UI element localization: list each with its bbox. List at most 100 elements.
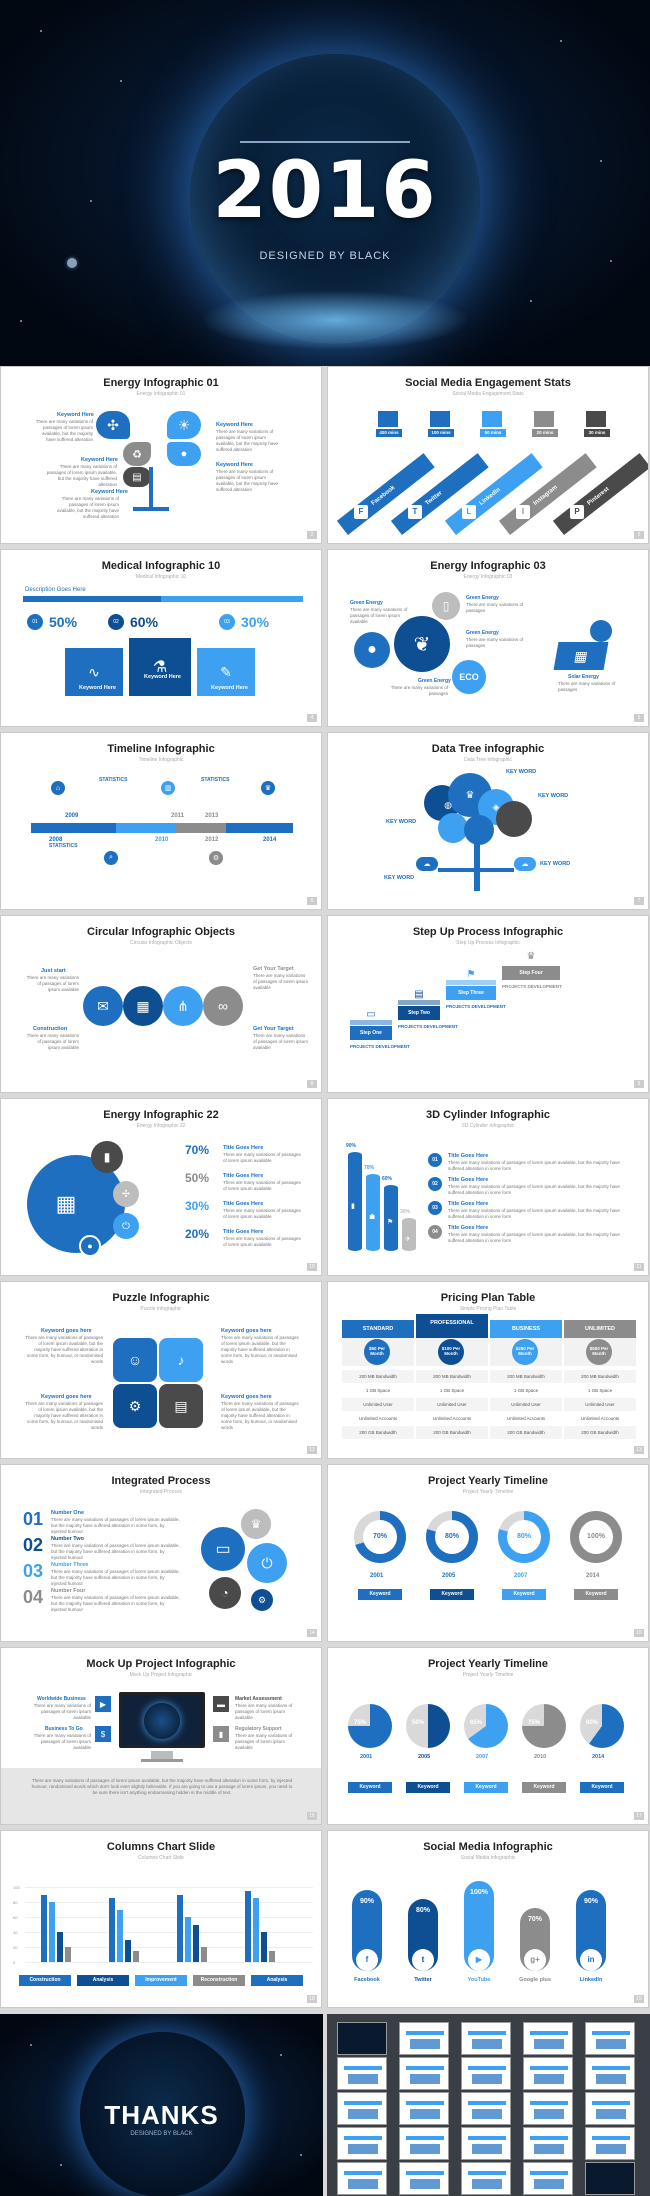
slide-title: Mock Up Project Infographic (86, 1658, 236, 1670)
social-icon: g+ (524, 1949, 546, 1971)
column-bar (193, 1924, 199, 1962)
thanks-slide[interactable]: THANKS DESIGNED BY BLACK (0, 2014, 323, 2196)
slide-thumbnail[interactable] (585, 2127, 635, 2160)
slide-thumbnail[interactable] (399, 2057, 449, 2090)
step-number: 03 (23, 1561, 44, 1581)
slide-thumbnail[interactable] (585, 2057, 635, 2090)
thanks-subtitle: DESIGNED BY BLACK (130, 2131, 193, 2137)
slide-thumbnail[interactable] (523, 2092, 573, 2125)
slide-thumbnail[interactable] (461, 2162, 511, 2195)
slide-thumbnail[interactable] (523, 2162, 573, 2195)
thumb-bar (406, 2136, 444, 2140)
thumb-bar (530, 2066, 568, 2070)
trophy-icon: ♛ (241, 1509, 271, 1539)
thumb-block (410, 2179, 440, 2189)
slide-pricing-plan-table[interactable]: Pricing Plan Table Simple Pricing Plan T… (327, 1281, 649, 1459)
cylinder-icon: ✈ (405, 1235, 411, 1243)
slide-thumbnail[interactable] (461, 2127, 511, 2160)
slide-3d-cylinder[interactable]: 3D Cylinder Infographic 3D Cylinder Info… (327, 1098, 649, 1276)
slide-thumbnail[interactable] (461, 2092, 511, 2125)
eco-icon: ECO (452, 660, 486, 694)
slide-social-media-engagement[interactable]: Social Media Engagement Stats Social Med… (327, 366, 649, 544)
pie-year: 2005 (418, 1754, 431, 1760)
bulb-icon: ● (354, 632, 390, 668)
slide-thumbnail[interactable] (523, 2022, 573, 2055)
step-text: There are many variations of passages of… (51, 1517, 180, 1535)
network-bar: Facebook (336, 453, 435, 535)
slide-energy-infographic-22[interactable]: Energy Infographic 22 Energy Infographic… (0, 1098, 322, 1276)
item-text: There are many variations of passages of… (448, 1232, 620, 1244)
slide-thumbnail[interactable] (399, 2127, 449, 2160)
slide-thumbnail[interactable] (399, 2092, 449, 2125)
gear-icon: ⚙ (251, 1589, 273, 1611)
pill-icon: ✎ (197, 648, 255, 696)
plan-feature: 1 GB Space (564, 1384, 636, 1397)
slide-energy-infographic-01[interactable]: Energy Infographic 01 Energy Infographic… (0, 366, 322, 544)
slide-timeline-infographic[interactable]: Timeline Infographic Timeline Infographi… (0, 732, 322, 910)
slide-data-tree-infographic[interactable]: Data Tree infographic Data Tree infograp… (327, 732, 649, 910)
cylinder-bar (366, 1174, 380, 1251)
category-label: Analysis (251, 1975, 303, 1986)
slide-step-up-process[interactable]: Step Up Process Infographic Step Up Proc… (327, 915, 649, 1093)
slide-mockup-project[interactable]: Mock Up Project Infographic Mock Up Proj… (0, 1647, 322, 1825)
thumb-block (534, 2074, 564, 2084)
plan-feature: Unlimited Accounts (342, 1412, 414, 1425)
thumb-bar (468, 2136, 506, 2140)
plan-feature: Unlimited User (564, 1398, 636, 1411)
slide-integrated-process[interactable]: Integrated Process Integrated Process 01… (0, 1464, 322, 1642)
thumb-bar (344, 2136, 382, 2140)
plan-feature: Unlimited User (490, 1398, 562, 1411)
slide-thumbnail[interactable] (585, 2022, 635, 2055)
slide-project-yearly-timeline-2[interactable]: Project Yearly Timeline Project Yearly T… (327, 1647, 649, 1825)
slide-circular-infographic[interactable]: Circular Infographic Objects Circular In… (0, 915, 322, 1093)
slide-thumbnail-grid[interactable] (327, 2014, 650, 2196)
globe-icon: ◍ (444, 799, 452, 810)
ring-year: 2001 (370, 1573, 384, 1579)
thanks-title: THANKS (104, 2100, 219, 2130)
slide-columns-chart[interactable]: Columns Chart Slide Columns Chart Slide … (0, 1830, 322, 2008)
step-number: 01 (23, 1509, 44, 1529)
ring-year: 2007 (514, 1573, 528, 1579)
item-text: There are many variations of passages of… (448, 1208, 620, 1220)
thumb-block (534, 2039, 564, 2049)
slide-title: Energy Infographic 03 (430, 560, 546, 572)
column-bar (261, 1932, 267, 1962)
twitter-icon: T (408, 505, 422, 519)
slide-thumbnail[interactable] (585, 2162, 635, 2195)
title-slide[interactable]: 2016 DESIGNED BY BLACK (0, 0, 650, 366)
pie-chart (522, 1704, 566, 1748)
slide-social-media-infographic[interactable]: Social Media Infographic Social Media In… (327, 1830, 649, 2008)
plan-feature: 200 GB Bandwidth (490, 1426, 562, 1439)
grid-line (25, 1947, 313, 1948)
slide-puzzle-infographic[interactable]: Puzzle Infographic Puzzle Infographic ☺ … (0, 1281, 322, 1459)
slide-thumbnail[interactable] (337, 2057, 387, 2090)
slide-thumbnail[interactable] (585, 2092, 635, 2125)
slide-thumbnail[interactable] (337, 2022, 387, 2055)
ring-percent: 70% (363, 1520, 397, 1554)
slide-medical-infographic-10[interactable]: Medical Infographic 10 Medical Infograph… (0, 549, 322, 727)
pie-chart (580, 1704, 624, 1748)
stat-value: 400 mins (376, 429, 402, 437)
slide-thumbnail[interactable] (399, 2022, 449, 2055)
slide-thumbnail[interactable] (337, 2092, 387, 2125)
thumb-block (472, 2109, 502, 2119)
plan-price: $100 Per Month (438, 1339, 464, 1365)
slide-thumbnail[interactable] (523, 2057, 573, 2090)
slide-thumbnail[interactable] (337, 2162, 387, 2195)
thumb-block (472, 2074, 502, 2084)
column-bar (201, 1947, 207, 1962)
slide-thumbnail[interactable] (461, 2057, 511, 2090)
home-icon: ⌂ (51, 781, 65, 795)
ring-percent: 80% (435, 1520, 469, 1554)
slide-thumbnail[interactable] (523, 2127, 573, 2160)
step-title: Number Three (51, 1562, 89, 1568)
thumb-block (472, 2039, 502, 2049)
item-title: Title Goes Here (448, 1201, 489, 1207)
thumb-bar (468, 2171, 506, 2175)
slide-thumbnail[interactable] (461, 2022, 511, 2055)
slide-thumbnail[interactable] (337, 2127, 387, 2160)
slide-thumbnail[interactable] (399, 2162, 449, 2195)
bell-icon: ♪ (159, 1338, 203, 1382)
slide-energy-infographic-03[interactable]: Energy Infographic 03 Energy Infographic… (327, 549, 649, 727)
slide-project-yearly-timeline-1[interactable]: Project Yearly Timeline Project Yearly T… (327, 1464, 649, 1642)
